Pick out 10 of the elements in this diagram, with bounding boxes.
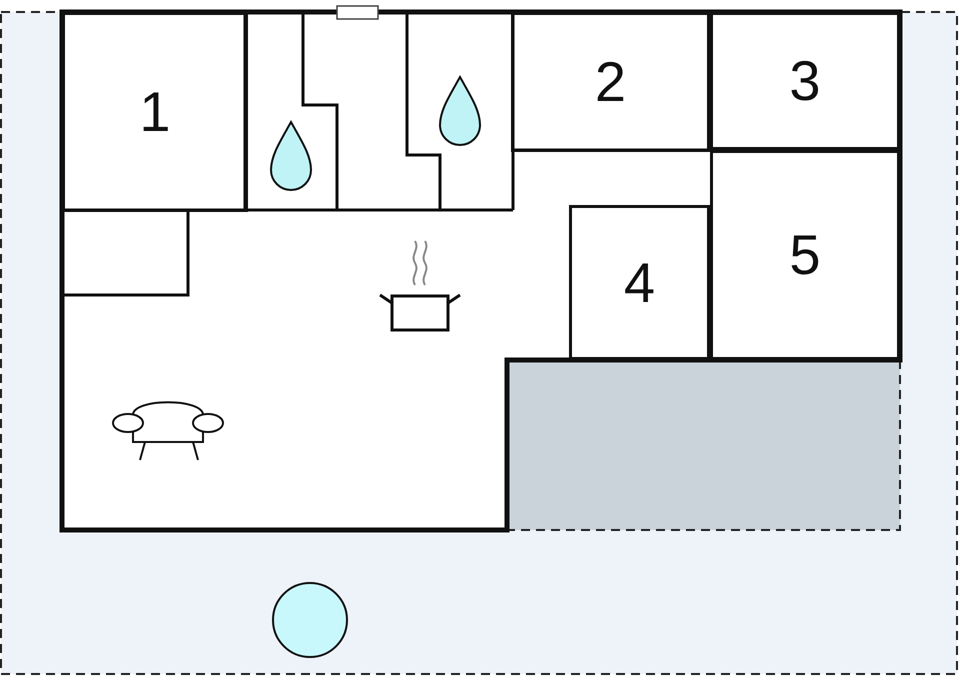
room bbox=[62, 12, 248, 212]
room-number: 3 bbox=[789, 53, 821, 109]
room bbox=[511, 12, 710, 152]
room-number: 4 bbox=[624, 254, 656, 310]
room bbox=[710, 12, 900, 150]
room bbox=[710, 150, 900, 360]
room-number: 2 bbox=[594, 54, 626, 110]
room-number: 5 bbox=[789, 227, 821, 283]
room bbox=[569, 205, 710, 360]
room-number: 1 bbox=[139, 84, 171, 140]
